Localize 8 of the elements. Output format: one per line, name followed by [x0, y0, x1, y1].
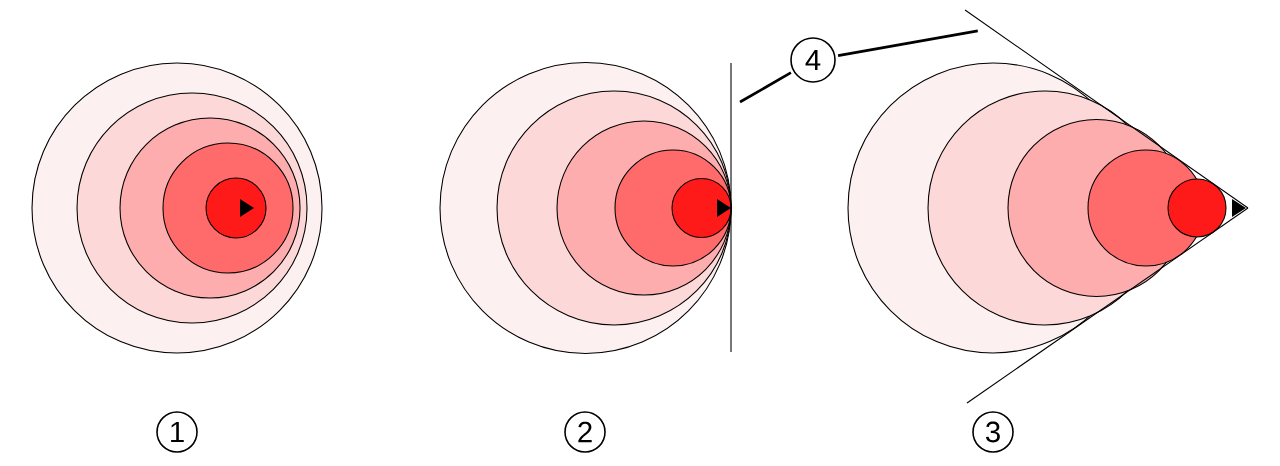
- callout-number: 3: [972, 411, 1014, 453]
- shock-cone-line: [964, 9, 1249, 209]
- callout-number: 1: [156, 411, 198, 453]
- callout-number: 4: [790, 37, 836, 83]
- callout-number: 2: [564, 411, 606, 453]
- leader-line: [837, 29, 978, 57]
- wavefront-line: [730, 62, 732, 353]
- leader-line: [739, 71, 792, 104]
